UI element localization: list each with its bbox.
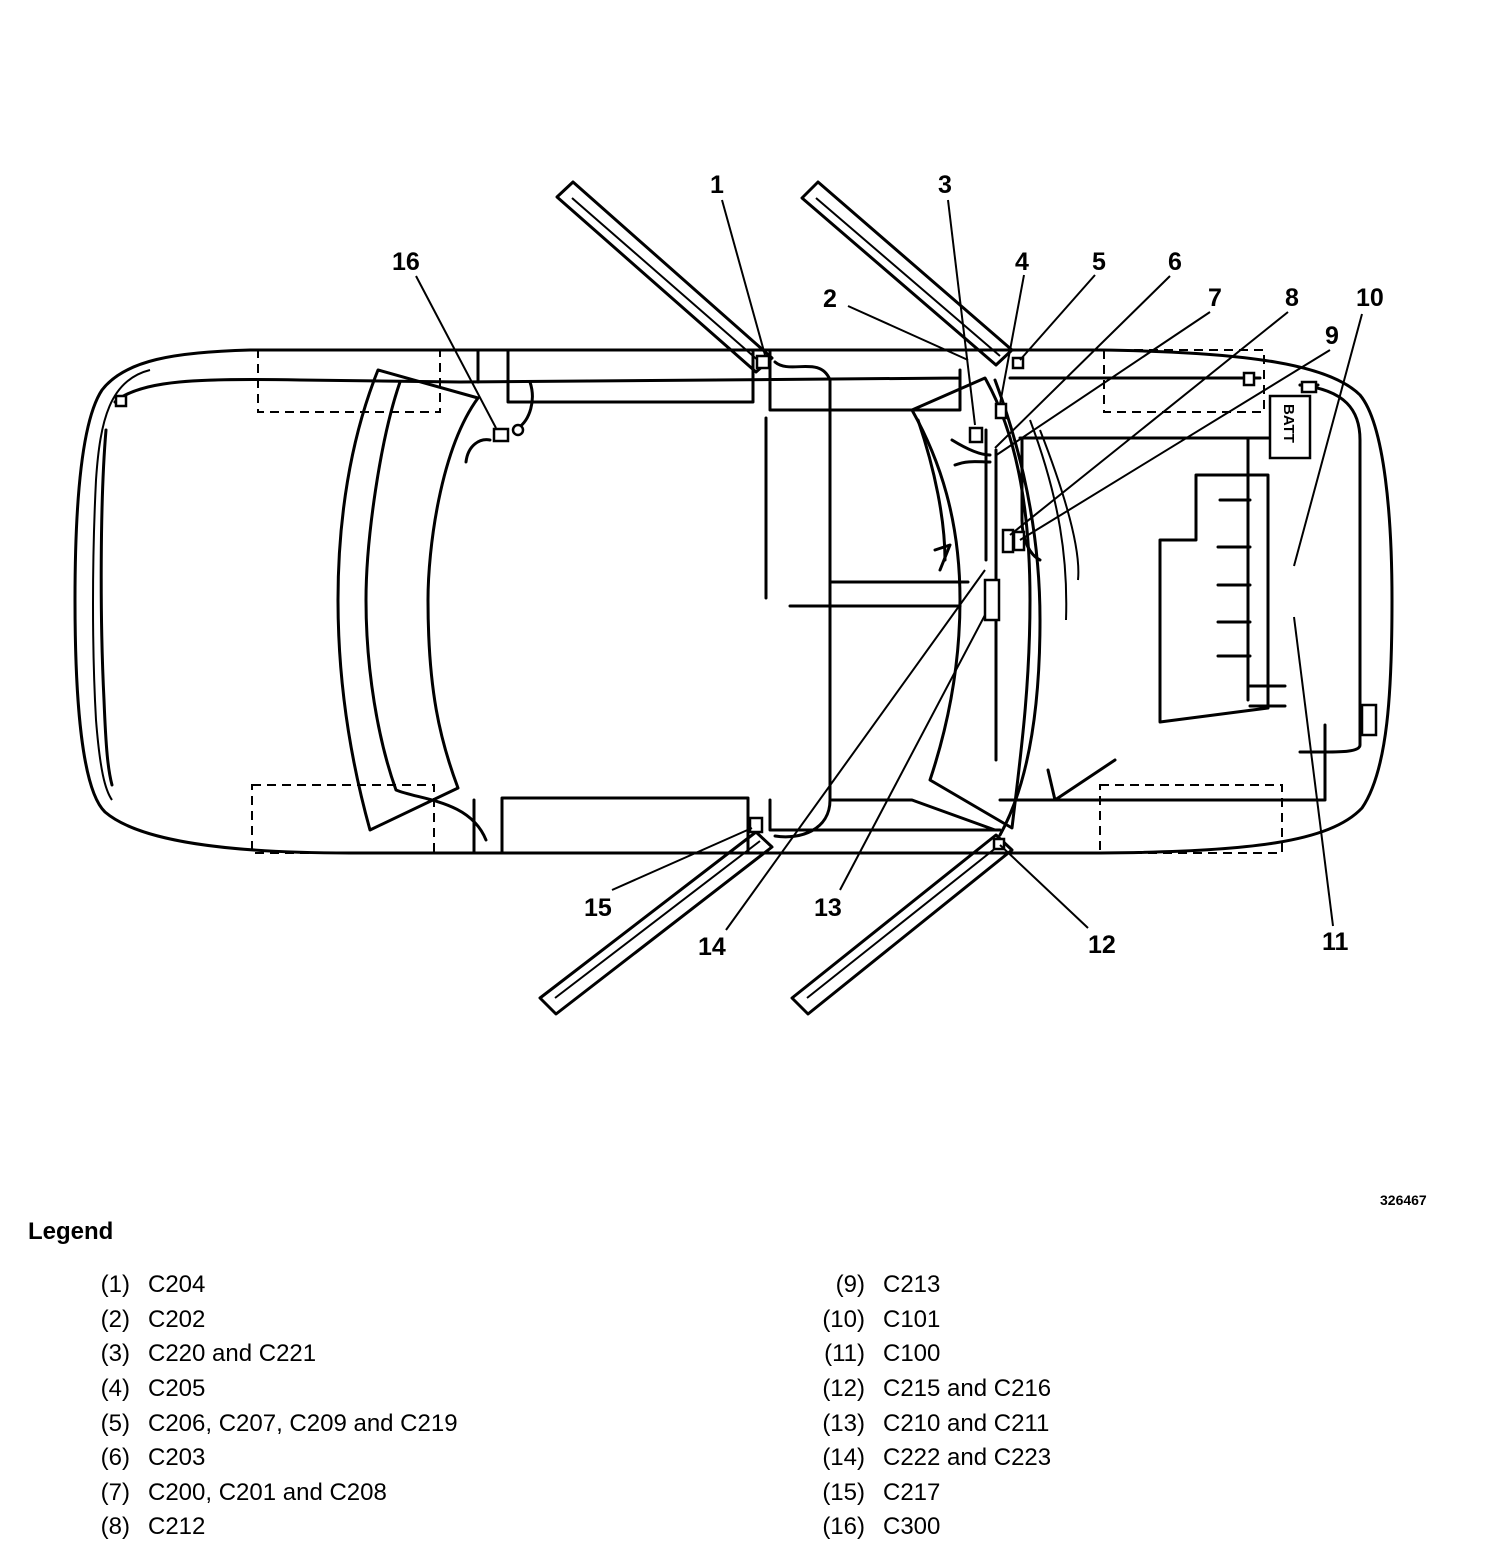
- legend-item: (14)C222 and C223: [822, 1444, 1052, 1472]
- callout-14: 14: [698, 933, 726, 961]
- vehicle-body-outline: [73, 348, 1394, 855]
- rear-window: [336, 368, 480, 832]
- rear-harness-branch: [464, 380, 534, 464]
- callout-1: 1: [710, 171, 724, 199]
- connector-c205: [994, 402, 1008, 420]
- legend-item: (10)C101: [822, 1305, 941, 1333]
- vehicle-harness-diagram: BATT 1 2 3 4 5 6 7 8 9 10 11 12 13 14 15…: [73, 171, 1394, 1016]
- engine-harness-top: [1008, 376, 1272, 702]
- front-connector: [1360, 703, 1378, 737]
- connector-c215: [992, 837, 1006, 851]
- callout-6: 6: [1168, 248, 1182, 276]
- right-body-harness: [768, 798, 1002, 832]
- callout-11: 11: [1322, 928, 1349, 956]
- connector-c101: [1242, 371, 1256, 387]
- rear-window-harness: [364, 380, 488, 842]
- callout-7: 7: [1208, 284, 1222, 312]
- connector-c217: [748, 816, 764, 834]
- left-front-component: [1099, 784, 1283, 854]
- callout-4: 4: [1015, 248, 1029, 276]
- legend-item: (3)C220 and C221: [100, 1340, 317, 1368]
- connector-rear: [114, 394, 128, 408]
- left-rear-door-panel: [506, 348, 755, 404]
- connector-c210: [983, 578, 1001, 622]
- legend-title: Legend: [28, 1218, 114, 1245]
- right-rear-door: [538, 830, 774, 1016]
- callout-9: 9: [1325, 322, 1339, 350]
- rear-harness-left: [113, 377, 462, 404]
- callout-12: 12: [1088, 931, 1116, 959]
- connector-c206: [1011, 356, 1025, 370]
- left-door-harness: [773, 360, 832, 839]
- connector-c204: [755, 354, 771, 370]
- legend-item: (11)C100: [824, 1340, 941, 1368]
- legend-item: (7)C200, C201 and C208: [100, 1478, 387, 1506]
- connector-c300: [492, 427, 510, 443]
- callout-8: 8: [1285, 284, 1299, 312]
- rear-harness-side: [99, 428, 114, 787]
- legend-item: (6)C203: [100, 1444, 206, 1472]
- cowl-harness: [993, 378, 1042, 837]
- rear-right-component: [251, 784, 435, 854]
- legend-column-right: (9)C213 (10)C101 (11)C100 (12)C215 and C…: [795, 1268, 1051, 1545]
- callout-3: 3: [938, 171, 952, 199]
- windshield: [910, 376, 1032, 830]
- right-front-component: [1103, 349, 1265, 413]
- connector-c213: [1012, 530, 1026, 552]
- legend-item: (1)C204: [100, 1271, 206, 1299]
- inner-body-line: [92, 369, 151, 801]
- legend-item: (13)C210 and C211: [822, 1409, 1050, 1437]
- legend-item: (15)C217: [822, 1478, 941, 1506]
- battery: [1268, 394, 1312, 460]
- callout-5: 5: [1092, 248, 1106, 276]
- figure-id: 326467: [1380, 1192, 1427, 1208]
- callout-15: 15: [584, 894, 612, 922]
- connector-c300-b: [511, 423, 525, 437]
- legend-item: (9)C213: [835, 1271, 941, 1299]
- battery-label: BATT: [1280, 404, 1297, 443]
- legend-item: (8)C212: [100, 1513, 206, 1541]
- legend-column-left: (1)C204 (2)C202 (3)C220 and C221 (4)C205…: [60, 1268, 458, 1545]
- right-front-door: [790, 833, 1014, 1016]
- callout-2: 2: [823, 285, 837, 313]
- legend-item: (4)C205: [100, 1375, 206, 1403]
- left-front-door: [800, 180, 1014, 367]
- right-rear-door-panel: [500, 796, 750, 855]
- callout-10: 10: [1356, 284, 1384, 312]
- legend-item: (12)C215 and C216: [822, 1375, 1052, 1403]
- callout-16: 16: [392, 248, 420, 276]
- connector-c100: [1300, 380, 1318, 394]
- callout-13: 13: [814, 894, 842, 922]
- legend-item: (5)C206, C207, C209 and C219: [100, 1409, 458, 1437]
- engine-block: [1158, 473, 1270, 724]
- legend-item: (2)C202: [100, 1305, 206, 1333]
- connector-c220: [968, 426, 984, 444]
- left-rear-door: [555, 180, 774, 374]
- rear-left-component: [257, 349, 441, 413]
- legend-item: (16)C300: [822, 1513, 941, 1541]
